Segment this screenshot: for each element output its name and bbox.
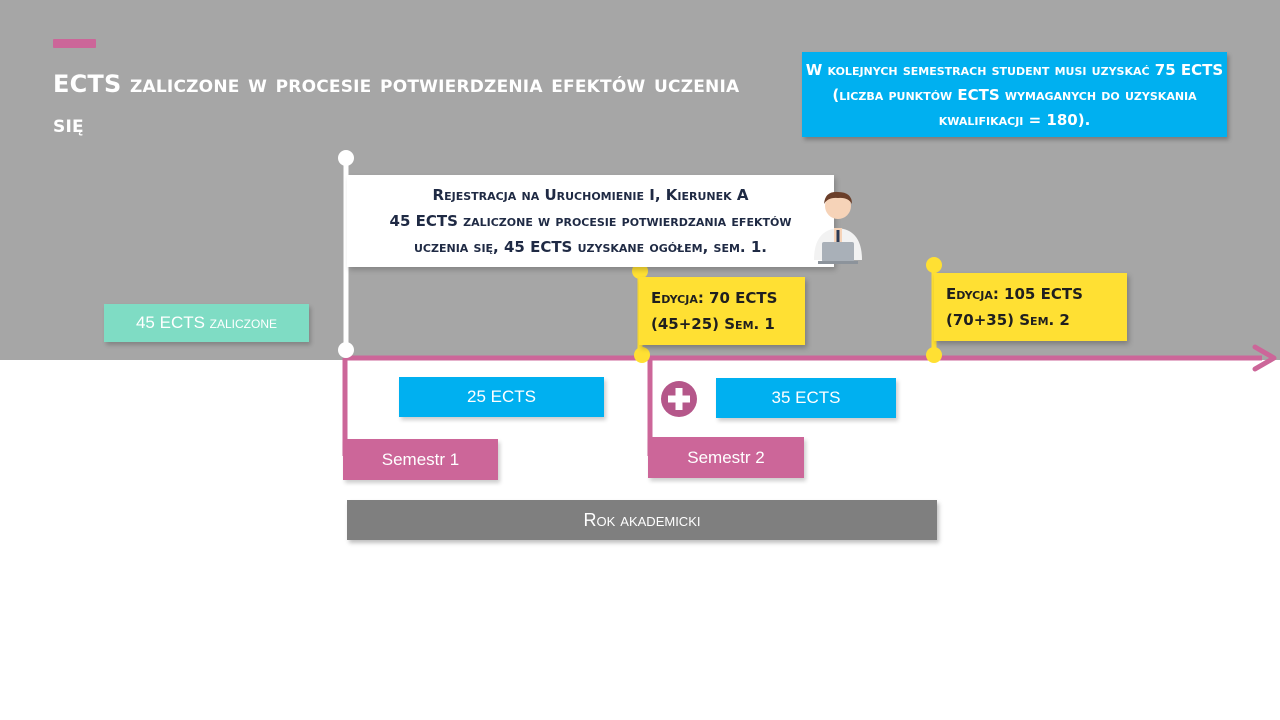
title-accent-bar [53, 39, 96, 48]
page-title: ECTS zaliczone w procesie potwierdzenia … [53, 70, 740, 138]
student-avatar-icon [814, 191, 862, 264]
credited-ects-box: 45 ECTS zaliczone [104, 304, 309, 342]
semester1-label: Semestr 1 [343, 439, 498, 480]
edition2-box: Edycja: 105 ECTS (70+35) Sem. 2 [934, 273, 1127, 341]
ects-semester1-box: 25 ECTS [399, 377, 604, 417]
registration-pole-bottom-dot [338, 342, 354, 358]
registration-line-3: uczenia się, 45 ECTS uzyskane ogółem, se… [414, 238, 767, 256]
edition1-box: Edycja: 70 ECTS (45+25) Sem. 1 [639, 277, 805, 345]
timeline-arrowhead [1252, 344, 1277, 372]
edition1-pole-top-dot [632, 263, 648, 279]
plus-icon [661, 381, 697, 417]
semester2-label: Semestr 2 [648, 437, 804, 478]
academic-year-bar: Rok akademicki [347, 500, 937, 540]
info-box: W kolejnych semestrach student musi uzys… [802, 52, 1227, 137]
edition2-line-2: (70+35) Sem. 2 [946, 311, 1070, 329]
edition1-line-2: (45+25) Sem. 1 [651, 315, 775, 333]
edition2-pole-top-dot [926, 257, 942, 273]
registration-pole-top-dot [338, 150, 354, 166]
ects-semester2-box: 35 ECTS [716, 378, 896, 418]
registration-line-2: 45 ECTS zaliczone w procesie potwierdzan… [389, 212, 792, 230]
registration-box: Rejestracja na Uruchomienie I, Kierunek … [347, 175, 834, 267]
edition1-line-1: Edycja: 70 ECTS [651, 289, 778, 307]
edition2-line-1: Edycja: 105 ECTS [946, 285, 1083, 303]
edition1-pole-bottom-dot [634, 347, 650, 363]
registration-line-1: Rejestracja na Uruchomienie I, Kierunek … [432, 186, 749, 204]
edition2-pole-bottom-dot [926, 347, 942, 363]
